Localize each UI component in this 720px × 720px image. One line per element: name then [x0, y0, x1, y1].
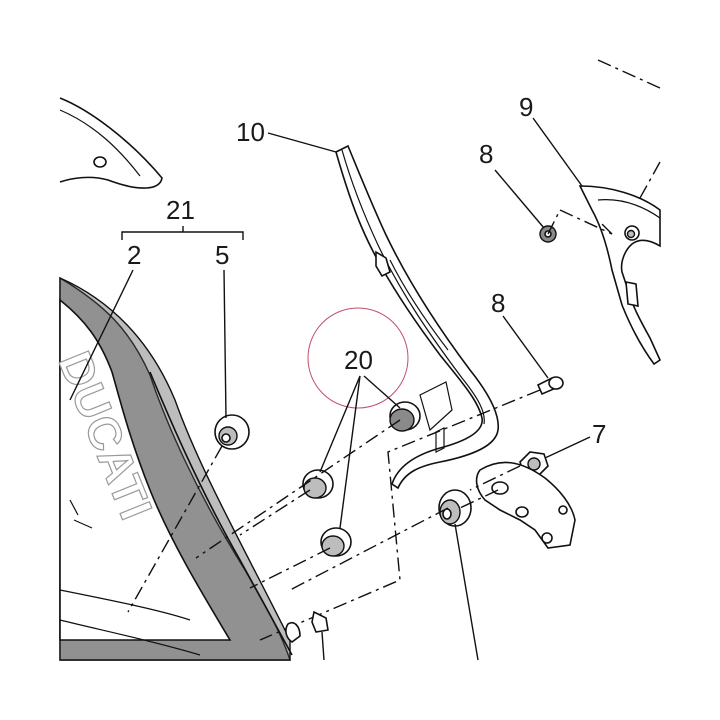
- callout-5: 5: [215, 240, 229, 270]
- callout-20: 20: [344, 345, 373, 375]
- part-5-grommet: [214, 414, 250, 450]
- callout-20-highlight-circle: [307, 307, 409, 409]
- leader-lines: [69, 117, 591, 661]
- alignment-lines: [127, 59, 661, 641]
- callout-8-lower: 8: [491, 288, 505, 318]
- upper-left-fairing-fragment: [59, 97, 163, 189]
- mounting-plate: [475, 461, 576, 549]
- center-grommet: [438, 489, 472, 527]
- group-21-bracket: [121, 226, 244, 240]
- side-fairing-panel: DUCATI: [48, 276, 293, 661]
- callout-8-upper: 8: [479, 139, 493, 169]
- callout-7: 7: [592, 419, 606, 449]
- grommet-20-b: [302, 469, 334, 499]
- callout-2: 2: [127, 240, 141, 270]
- grommet-20-a: [389, 401, 421, 432]
- grommet-20-c: [320, 527, 352, 557]
- callout-10: 10: [236, 117, 265, 147]
- callout-labels: 21 2 5 10 9 8 8 20 7: [127, 92, 606, 449]
- callout-21: 21: [166, 195, 195, 225]
- bottom-clip: [285, 610, 329, 661]
- part-10-inner-trim: [335, 144, 500, 490]
- part-8-screw-lower: [536, 376, 564, 396]
- part-9-upper-mount: [578, 185, 662, 366]
- part-20-grommets: [302, 401, 421, 557]
- callout-9: 9: [519, 92, 533, 122]
